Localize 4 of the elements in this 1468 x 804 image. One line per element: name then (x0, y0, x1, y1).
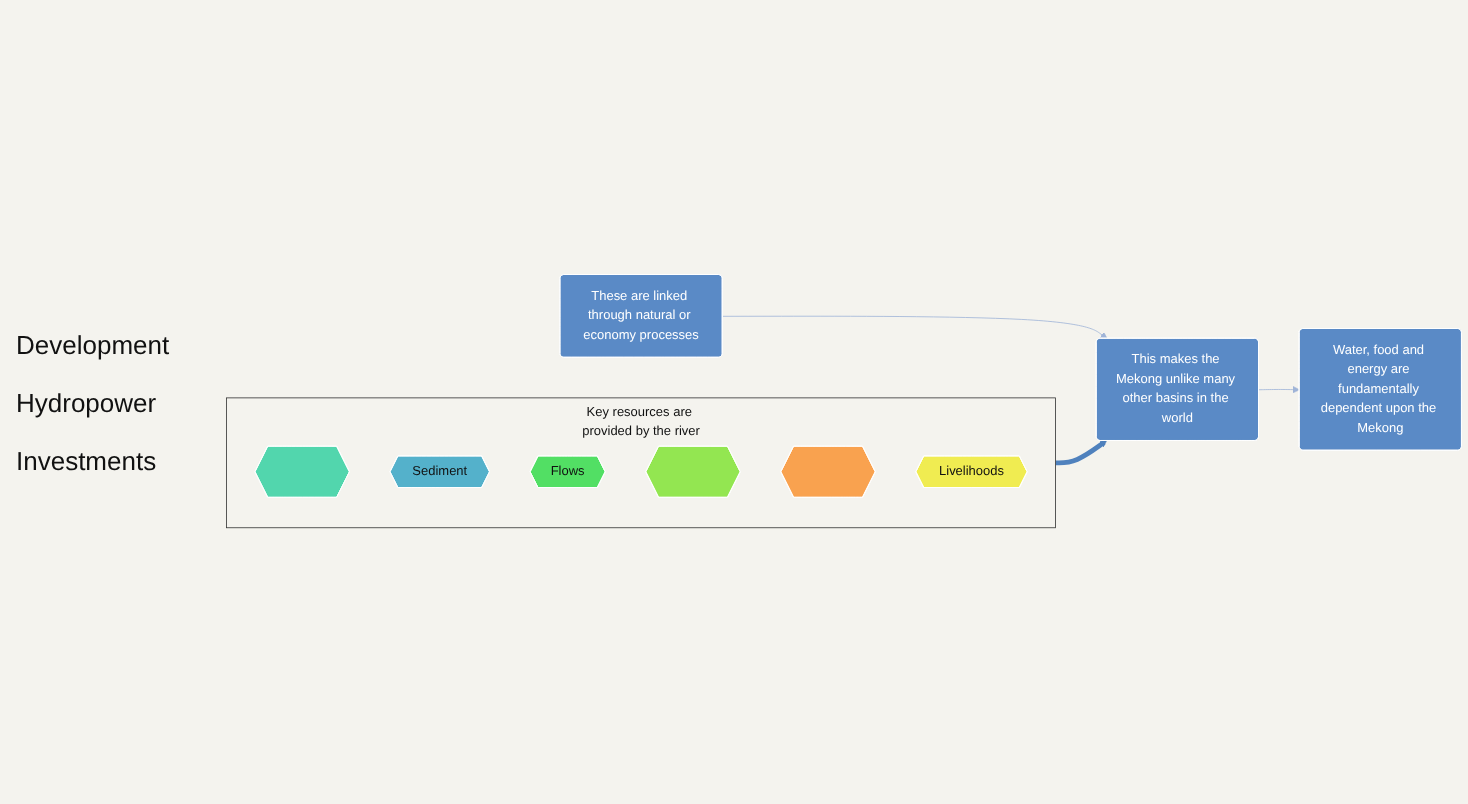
side-label: Investments (16, 445, 159, 475)
side-label: Development (16, 329, 172, 359)
side-label: Hydropower (16, 387, 159, 417)
arrow (1055, 441, 1108, 467)
